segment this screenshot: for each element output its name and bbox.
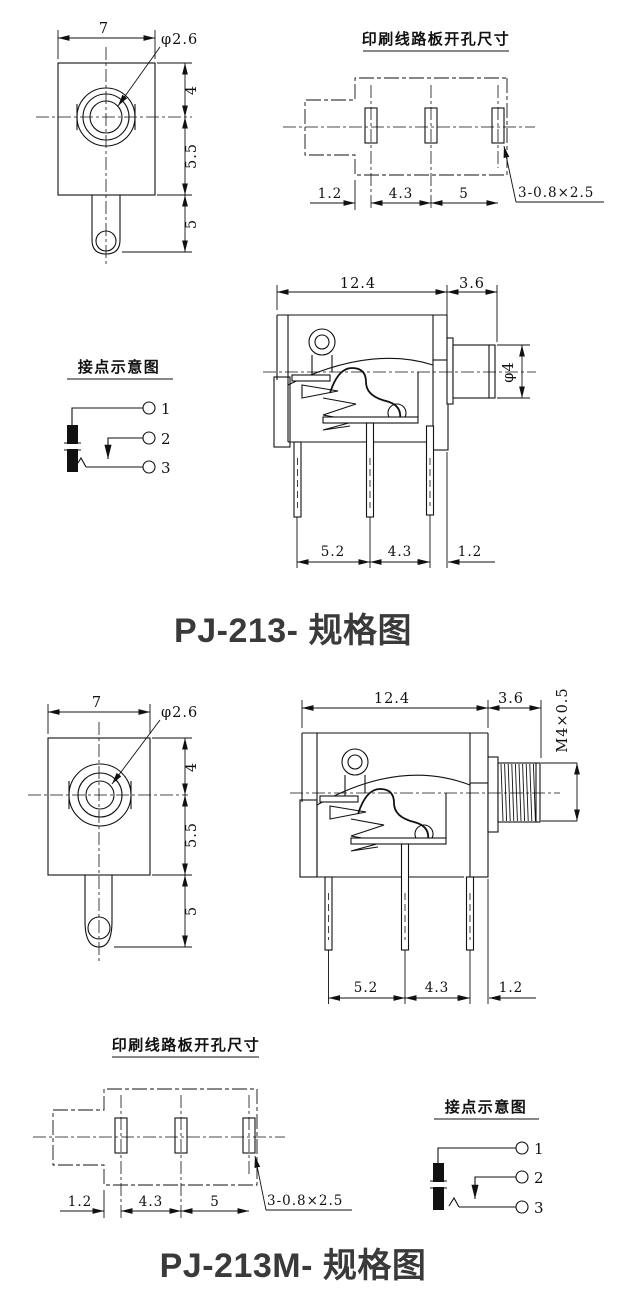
pcb-title: 印刷线路板开孔尺寸 <box>362 30 511 48</box>
dim-pitch2: 5 <box>210 1194 220 1210</box>
dim-hole-dia: φ2.6 <box>161 32 198 48</box>
dim-barrel-len: 3.6 <box>498 691 524 707</box>
pj213m-side-contacts <box>319 788 447 852</box>
pin-label-1: 1 <box>534 1140 544 1158</box>
dim-pin1: 5.2 <box>354 980 378 996</box>
pj213m-front-view: 7 φ2.6 4 5.5 5 <box>28 695 200 962</box>
plug-symbol <box>64 425 81 472</box>
pj213-pcb-view: 印刷线路板开孔尺寸 1.2 4.3 5 3-0.8×2.5 <box>283 30 604 210</box>
pj213m-pcb-dimensions: 1.2 4.3 5 3-0.8×2.5 <box>60 1155 352 1218</box>
pj213m-side-legs <box>324 843 475 951</box>
dim-lower: 5.5 <box>184 143 200 169</box>
dim-pin3: 1.2 <box>458 544 482 560</box>
pj213-contact-view: 接点示意图 1 2 3 <box>64 358 173 477</box>
dim-hole-dia: φ2.6 <box>161 705 198 721</box>
dim-barrel-len: 3.6 <box>459 276 485 292</box>
pj213-front-centerlines <box>36 47 192 266</box>
pj213-pcb-dimensions: 1.2 4.3 5 3-0.8×2.5 <box>310 145 604 210</box>
slot-note: 3-0.8×2.5 <box>518 185 594 201</box>
dim-edge: 1.2 <box>68 1194 92 1210</box>
pj213m-side-view: 12.4 3.6 M4×0.5 5.2 4.3 1.2 <box>290 687 580 1004</box>
pj213m-side-dimensions: 12.4 3.6 M4×0.5 5.2 4.3 1.2 <box>301 687 580 1004</box>
pj213-front-outline <box>57 62 156 255</box>
dim-pin3: 1.2 <box>499 980 523 996</box>
pin-label-3: 3 <box>161 459 171 477</box>
pj213m-contact-view: 接点示意图 1 2 3 <box>430 1098 544 1217</box>
dim-body-len: 12.4 <box>340 276 376 292</box>
pj213-side-legs <box>293 422 435 518</box>
section-title-pj213m: PJ-213M- 规格图 <box>159 1247 427 1285</box>
dim-thread-spec: M4×0.5 <box>555 687 571 752</box>
dim-tab: 5 <box>184 219 200 229</box>
dim-tab: 5 <box>184 906 200 916</box>
dim-body-width: 7 <box>92 695 102 711</box>
dim-pin2: 4.3 <box>425 980 449 996</box>
plug-symbol <box>430 1163 447 1210</box>
contact-title: 接点示意图 <box>78 358 161 376</box>
dim-pitch1: 4.3 <box>139 1194 163 1210</box>
pj213-side-body <box>273 314 496 451</box>
dim-lower: 5.5 <box>184 822 200 848</box>
pin-label-2: 2 <box>534 1169 544 1187</box>
pj213m-contact-circuit: 1 2 3 <box>430 1140 544 1217</box>
pj213-contact-circuit: 1 2 3 <box>64 400 171 477</box>
pj213m-front-centerlines <box>28 722 188 962</box>
pin-label-3: 3 <box>534 1199 544 1217</box>
section-title-pj213: PJ-213- 规格图 <box>174 612 412 650</box>
dim-pin1: 5.2 <box>321 544 345 560</box>
pin-label-1: 1 <box>161 400 171 418</box>
dim-body-len: 12.4 <box>374 691 410 707</box>
pj213-front-dimensions: 7 φ2.6 4 5.5 5 <box>57 21 200 253</box>
contact-title: 接点示意图 <box>445 1098 528 1116</box>
pin-label-2: 2 <box>161 430 171 448</box>
pj213m-side-body <box>299 732 541 878</box>
pj213-pcb-outline <box>283 77 535 210</box>
pcb-title: 印刷线路板开孔尺寸 <box>112 1036 261 1054</box>
dim-upper: 4 <box>184 762 200 772</box>
pj213-side-contacts <box>291 367 419 431</box>
pj213m-front-dimensions: 7 φ2.6 4 5.5 5 <box>47 695 200 948</box>
slot-note: 3-0.8×2.5 <box>267 1193 343 1209</box>
dim-pitch2: 5 <box>459 186 469 202</box>
dim-upper: 4 <box>184 85 200 95</box>
dim-pin2: 4.3 <box>388 544 412 560</box>
pj213m-pcb-outline <box>33 1088 285 1218</box>
dim-body-width: 7 <box>99 21 109 37</box>
dim-barrel-dia: φ4 <box>501 361 517 382</box>
pj213-side-view: 12.4 3.6 φ4 5.2 4.3 1.2 <box>263 276 536 568</box>
dim-pitch1: 4.3 <box>389 186 413 202</box>
pj213m-pcb-view: 印刷线路板开孔尺寸 1.2 4.3 5 3-0.8×2.5 <box>33 1036 352 1218</box>
pj213-front-view: 7 φ2.6 4 5.5 5 <box>36 21 200 266</box>
thread-lines <box>497 762 541 823</box>
dim-edge: 1.2 <box>318 186 342 202</box>
pj213-side-dimensions: 12.4 3.6 φ4 5.2 4.3 1.2 <box>276 276 530 568</box>
